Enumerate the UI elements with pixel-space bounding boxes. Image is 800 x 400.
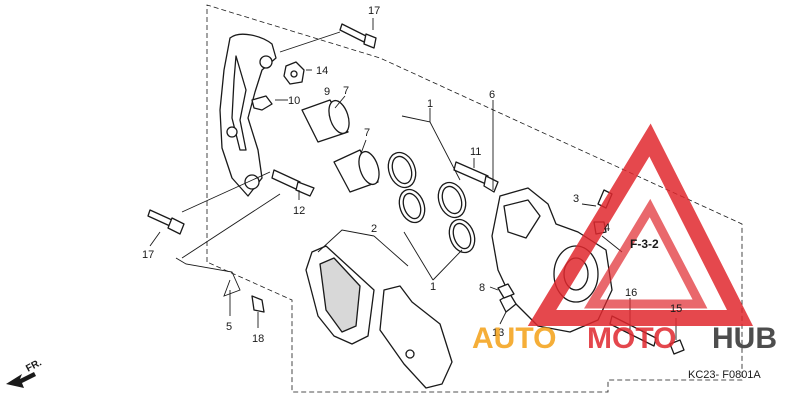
- front-direction-arrow: FR.: [6, 357, 44, 388]
- callout-1-upper: 1: [427, 98, 433, 110]
- callout-14: 14: [316, 65, 328, 77]
- callout-2: 2: [371, 223, 377, 235]
- figure-code: KC23- F0801A: [688, 369, 761, 381]
- caliper-bracket: [219, 33, 277, 197]
- bleeder-part-18: [251, 295, 265, 313]
- callout-labels: 17 14 9 10 7 7 1 6 11 3 4 12 17 2 1 8 16…: [142, 5, 682, 345]
- nut-part-14: [283, 61, 305, 85]
- callout-17-top: 17: [368, 5, 380, 17]
- callout-15: 15: [670, 303, 682, 315]
- section-reference: F-3-2: [630, 237, 659, 251]
- callout-16: 16: [625, 287, 637, 299]
- brake-pad-front: [305, 245, 375, 345]
- brake-pad-rear: [379, 285, 453, 389]
- slide-pin-part-11: [453, 161, 499, 193]
- callout-5: 5: [226, 321, 232, 333]
- leader-lines: [149, 18, 677, 340]
- part-8: [497, 283, 515, 299]
- callout-4: 4: [604, 222, 610, 234]
- bolt-part-17-top: [339, 23, 377, 49]
- callout-7-upper: 7: [343, 85, 349, 97]
- callout-10: 10: [288, 95, 300, 107]
- watermark-text-auto: AUTO: [472, 322, 556, 355]
- callout-1-lower: 1: [430, 281, 436, 293]
- bolt-part-17-lower: [147, 209, 185, 235]
- callout-13: 13: [492, 327, 504, 339]
- pad-spring-part-5: [175, 257, 241, 297]
- clip-part-10: [251, 95, 273, 111]
- callout-7-lower: 7: [364, 127, 370, 139]
- assembly-boundary: [206, 4, 743, 393]
- callout-12: 12: [293, 205, 305, 217]
- callout-3: 3: [573, 193, 579, 205]
- direction-label: FR.: [24, 357, 44, 374]
- callout-17-lower: 17: [142, 249, 154, 261]
- slide-pin-part-12: [271, 169, 315, 197]
- piston-boot-upper: [301, 99, 350, 143]
- piston-seals: [387, 151, 476, 254]
- callout-6: 6: [489, 89, 495, 101]
- watermark-logo-triangle: [527, 123, 754, 326]
- callout-8: 8: [479, 282, 485, 294]
- watermark-text-moto: MOTO: [587, 322, 676, 355]
- nut-part-15: [669, 339, 685, 355]
- callout-11: 11: [470, 146, 481, 158]
- piston-boot-lower: [333, 149, 380, 193]
- watermark-wordmark: AUTO MOTO HUB: [472, 322, 777, 355]
- watermark-text-hub: HUB: [712, 322, 777, 355]
- callout-18: 18: [252, 333, 264, 345]
- callout-9: 9: [324, 86, 330, 98]
